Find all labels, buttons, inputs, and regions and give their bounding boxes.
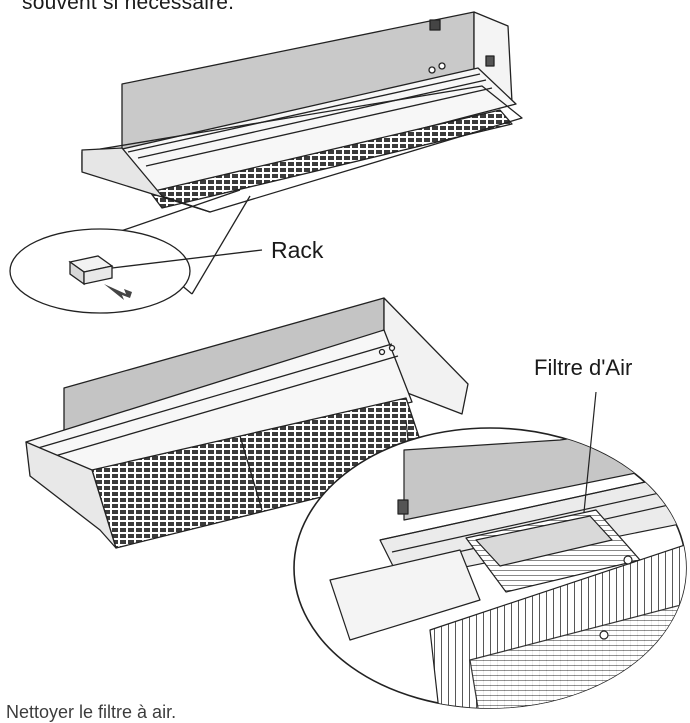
rack-zoom	[9, 189, 263, 314]
air-filter-label: Filtre d'Air	[534, 355, 633, 380]
indoor-unit-top	[81, 11, 523, 213]
rack-label: Rack	[271, 237, 324, 263]
indoor-unit-bottom	[25, 297, 469, 549]
caption-bottom: Nettoyer le filtre à air.	[6, 702, 177, 722]
caption-top: souvent si nécessaire.	[22, 0, 235, 14]
